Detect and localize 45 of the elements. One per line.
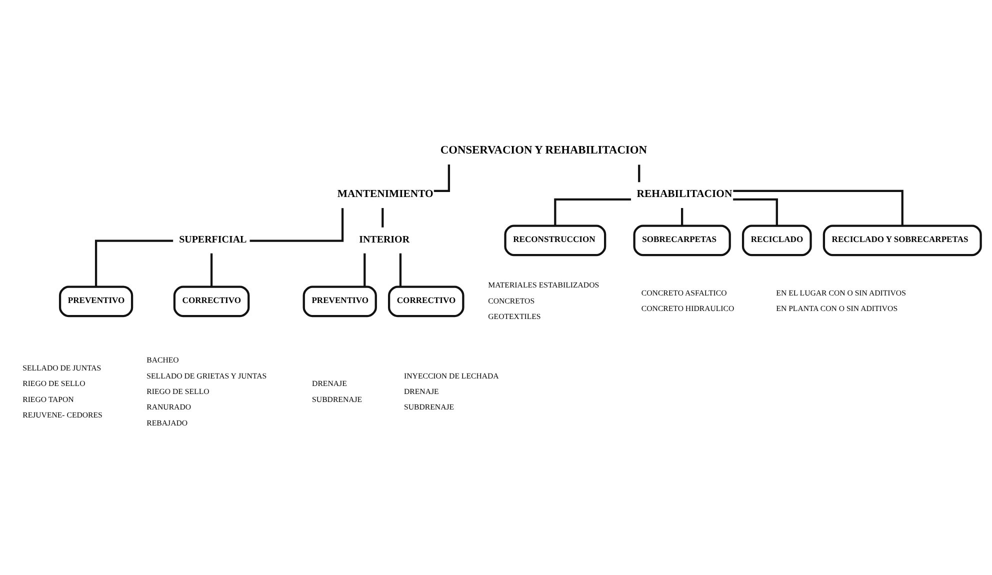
node-label: MATERIALES ESTABILIZADOS [488, 280, 600, 290]
node-box: RECICLADO Y SOBRECARPETAS [822, 224, 982, 256]
node-label: EN EL LUGAR CON O SIN ADITIVOS [776, 288, 906, 298]
node-box: PREVENTIVO [302, 286, 377, 318]
connector [733, 190, 904, 226]
node-label: RIEGO DE SELLO [146, 386, 210, 396]
node-label: CONCRETOS [488, 296, 535, 306]
node-label: REBAJADO [146, 418, 188, 428]
node-label: BACHEO [146, 356, 179, 365]
node-label: RANURADO [146, 402, 192, 412]
node-box: PREVENTIVO [58, 286, 134, 318]
connector [210, 253, 213, 287]
connector [382, 208, 384, 228]
connector [681, 208, 684, 226]
node-label: SELLADO DE JUNTAS [22, 363, 102, 372]
node-label: RIEGO TAPON [22, 394, 74, 404]
connector [638, 164, 640, 182]
node-box: RECICLADO [742, 224, 812, 256]
node-label: CONCRETO HIDRAULICO [641, 304, 734, 314]
connector [733, 198, 778, 226]
connector [94, 240, 174, 287]
node-label: REJUVENE- CEDORES [22, 410, 102, 420]
node-text: SUPERFICIAL [179, 234, 247, 246]
node-box: SOBRECARPETAS [633, 224, 731, 256]
node-box: CORRECTIVO [173, 286, 250, 318]
node-box: CORRECTIVO [388, 286, 464, 318]
node-text: REHABILITACION [636, 188, 732, 200]
connector [250, 208, 344, 242]
connector [364, 253, 366, 287]
node-label: SUBDRENAJE [312, 394, 362, 404]
connector [554, 198, 631, 226]
node-text: CONSERVACION Y REHABILITACION [440, 144, 647, 157]
node-label: CONCRETO ASFALTICO [641, 288, 727, 298]
node-label: INYECCION DE LECHADA [404, 371, 499, 380]
node-label: GEOTEXTILES [488, 312, 541, 322]
node-box: RECONSTRUCCION [504, 224, 606, 256]
node-label: EN PLANTA CON O SIN ADITIVOS [776, 304, 898, 314]
node-label: DRENAJE [404, 386, 439, 396]
node-label: DRENAJE [312, 379, 347, 388]
node-label: RIEGO DE SELLO [22, 379, 86, 388]
node-text: MANTENIMIENTO [337, 188, 434, 200]
node-label: SELLADO DE GRIETAS Y JUNTAS [146, 371, 267, 380]
node-text: INTERIOR [359, 234, 410, 246]
node-label: SUBDRENAJE [404, 402, 454, 412]
connector [399, 253, 402, 287]
